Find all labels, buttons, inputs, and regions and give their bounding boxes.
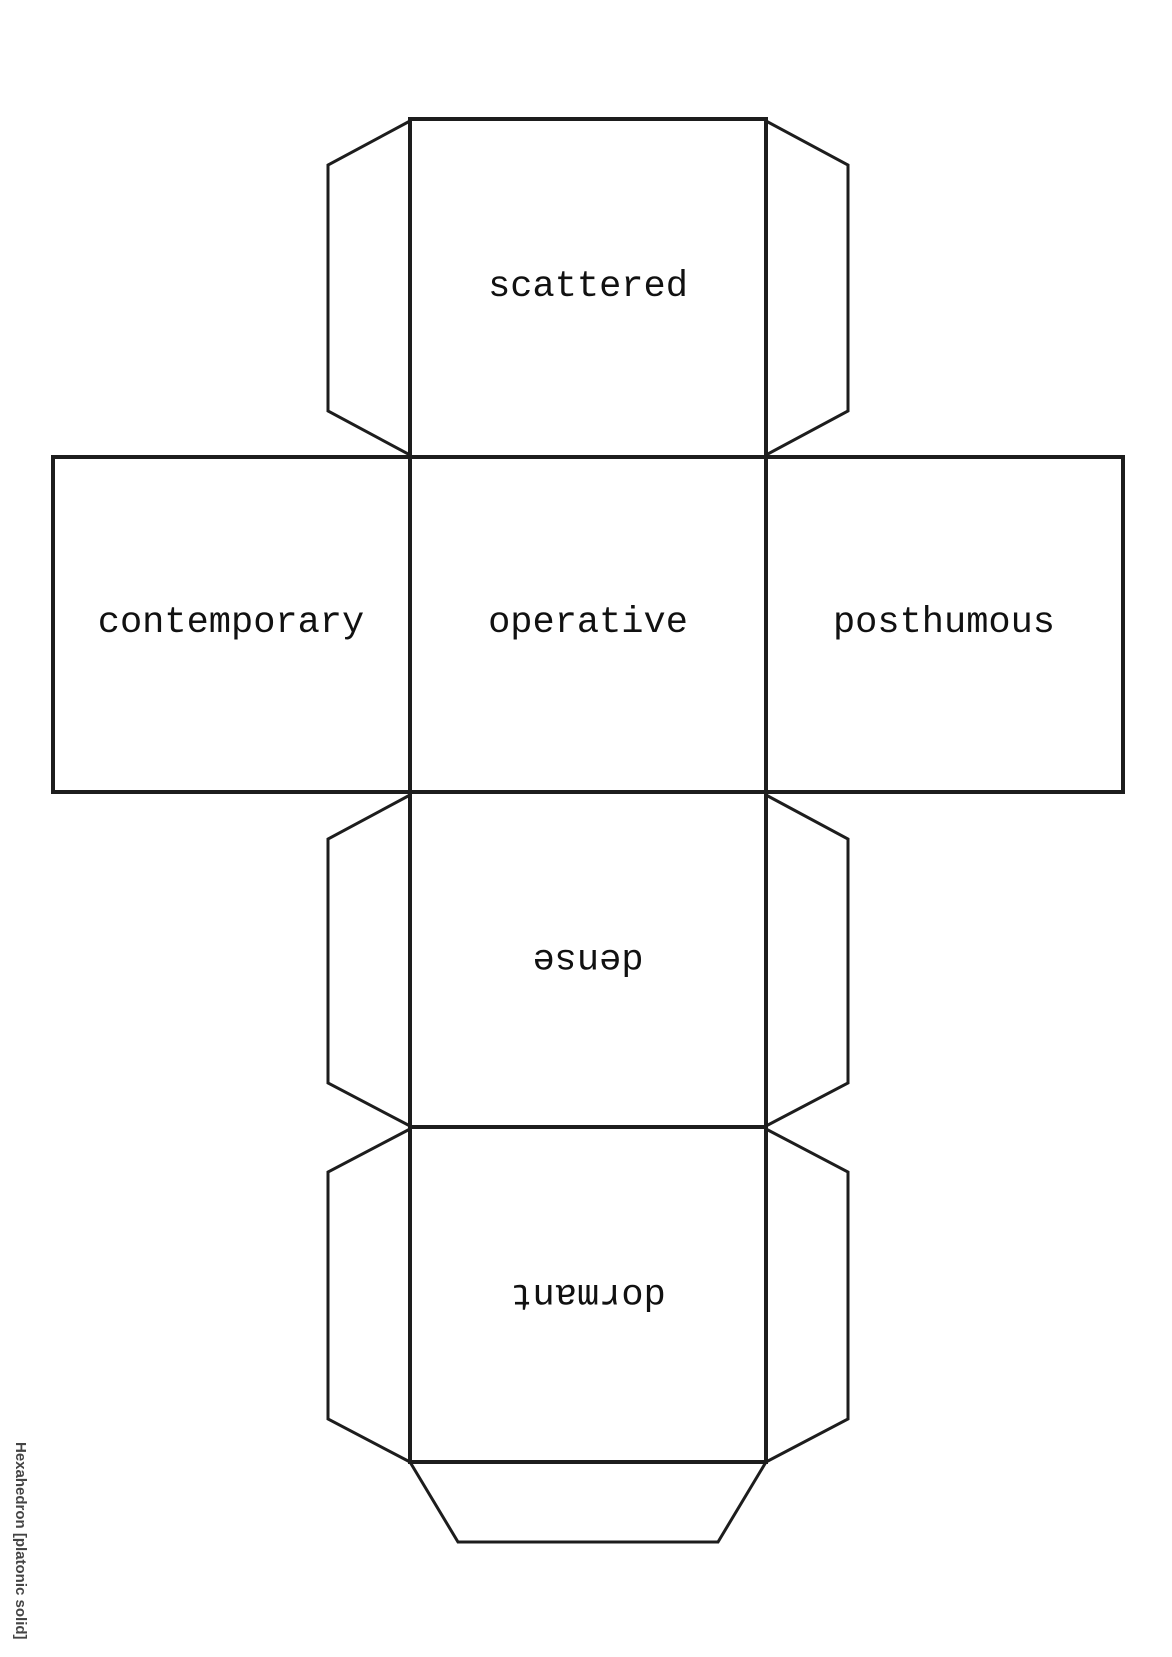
face-middle-left <box>51 455 412 794</box>
edge-caption-text: Hexahedron [platonic solid] <box>12 1442 29 1640</box>
glue-tab-dense-face-left <box>326 792 412 1129</box>
face-top <box>408 117 768 459</box>
face-lower-center <box>408 790 768 1129</box>
glue-tab-dormant-face-left <box>326 1126 412 1465</box>
face-middle-right <box>764 455 1125 794</box>
face-label-operative: operative <box>488 602 688 644</box>
face-label-contemporary: contemporary <box>98 602 364 644</box>
face-label-scattered: scattered <box>488 266 688 308</box>
glue-tab-top-face-left <box>326 118 412 458</box>
face-middle-center <box>408 455 768 794</box>
glue-tab-dormant-face-right <box>764 1126 850 1465</box>
glue-tab-dense-face-right <box>764 792 850 1129</box>
glue-tab-top-face-right <box>764 118 850 458</box>
face-bottom-center <box>408 1125 768 1464</box>
face-label-posthumous: posthumous <box>833 602 1055 644</box>
face-label-dormant: dormant <box>510 1273 665 1315</box>
glue-tab-bottom <box>407 1460 769 1544</box>
face-label-dense: dense <box>532 938 643 980</box>
